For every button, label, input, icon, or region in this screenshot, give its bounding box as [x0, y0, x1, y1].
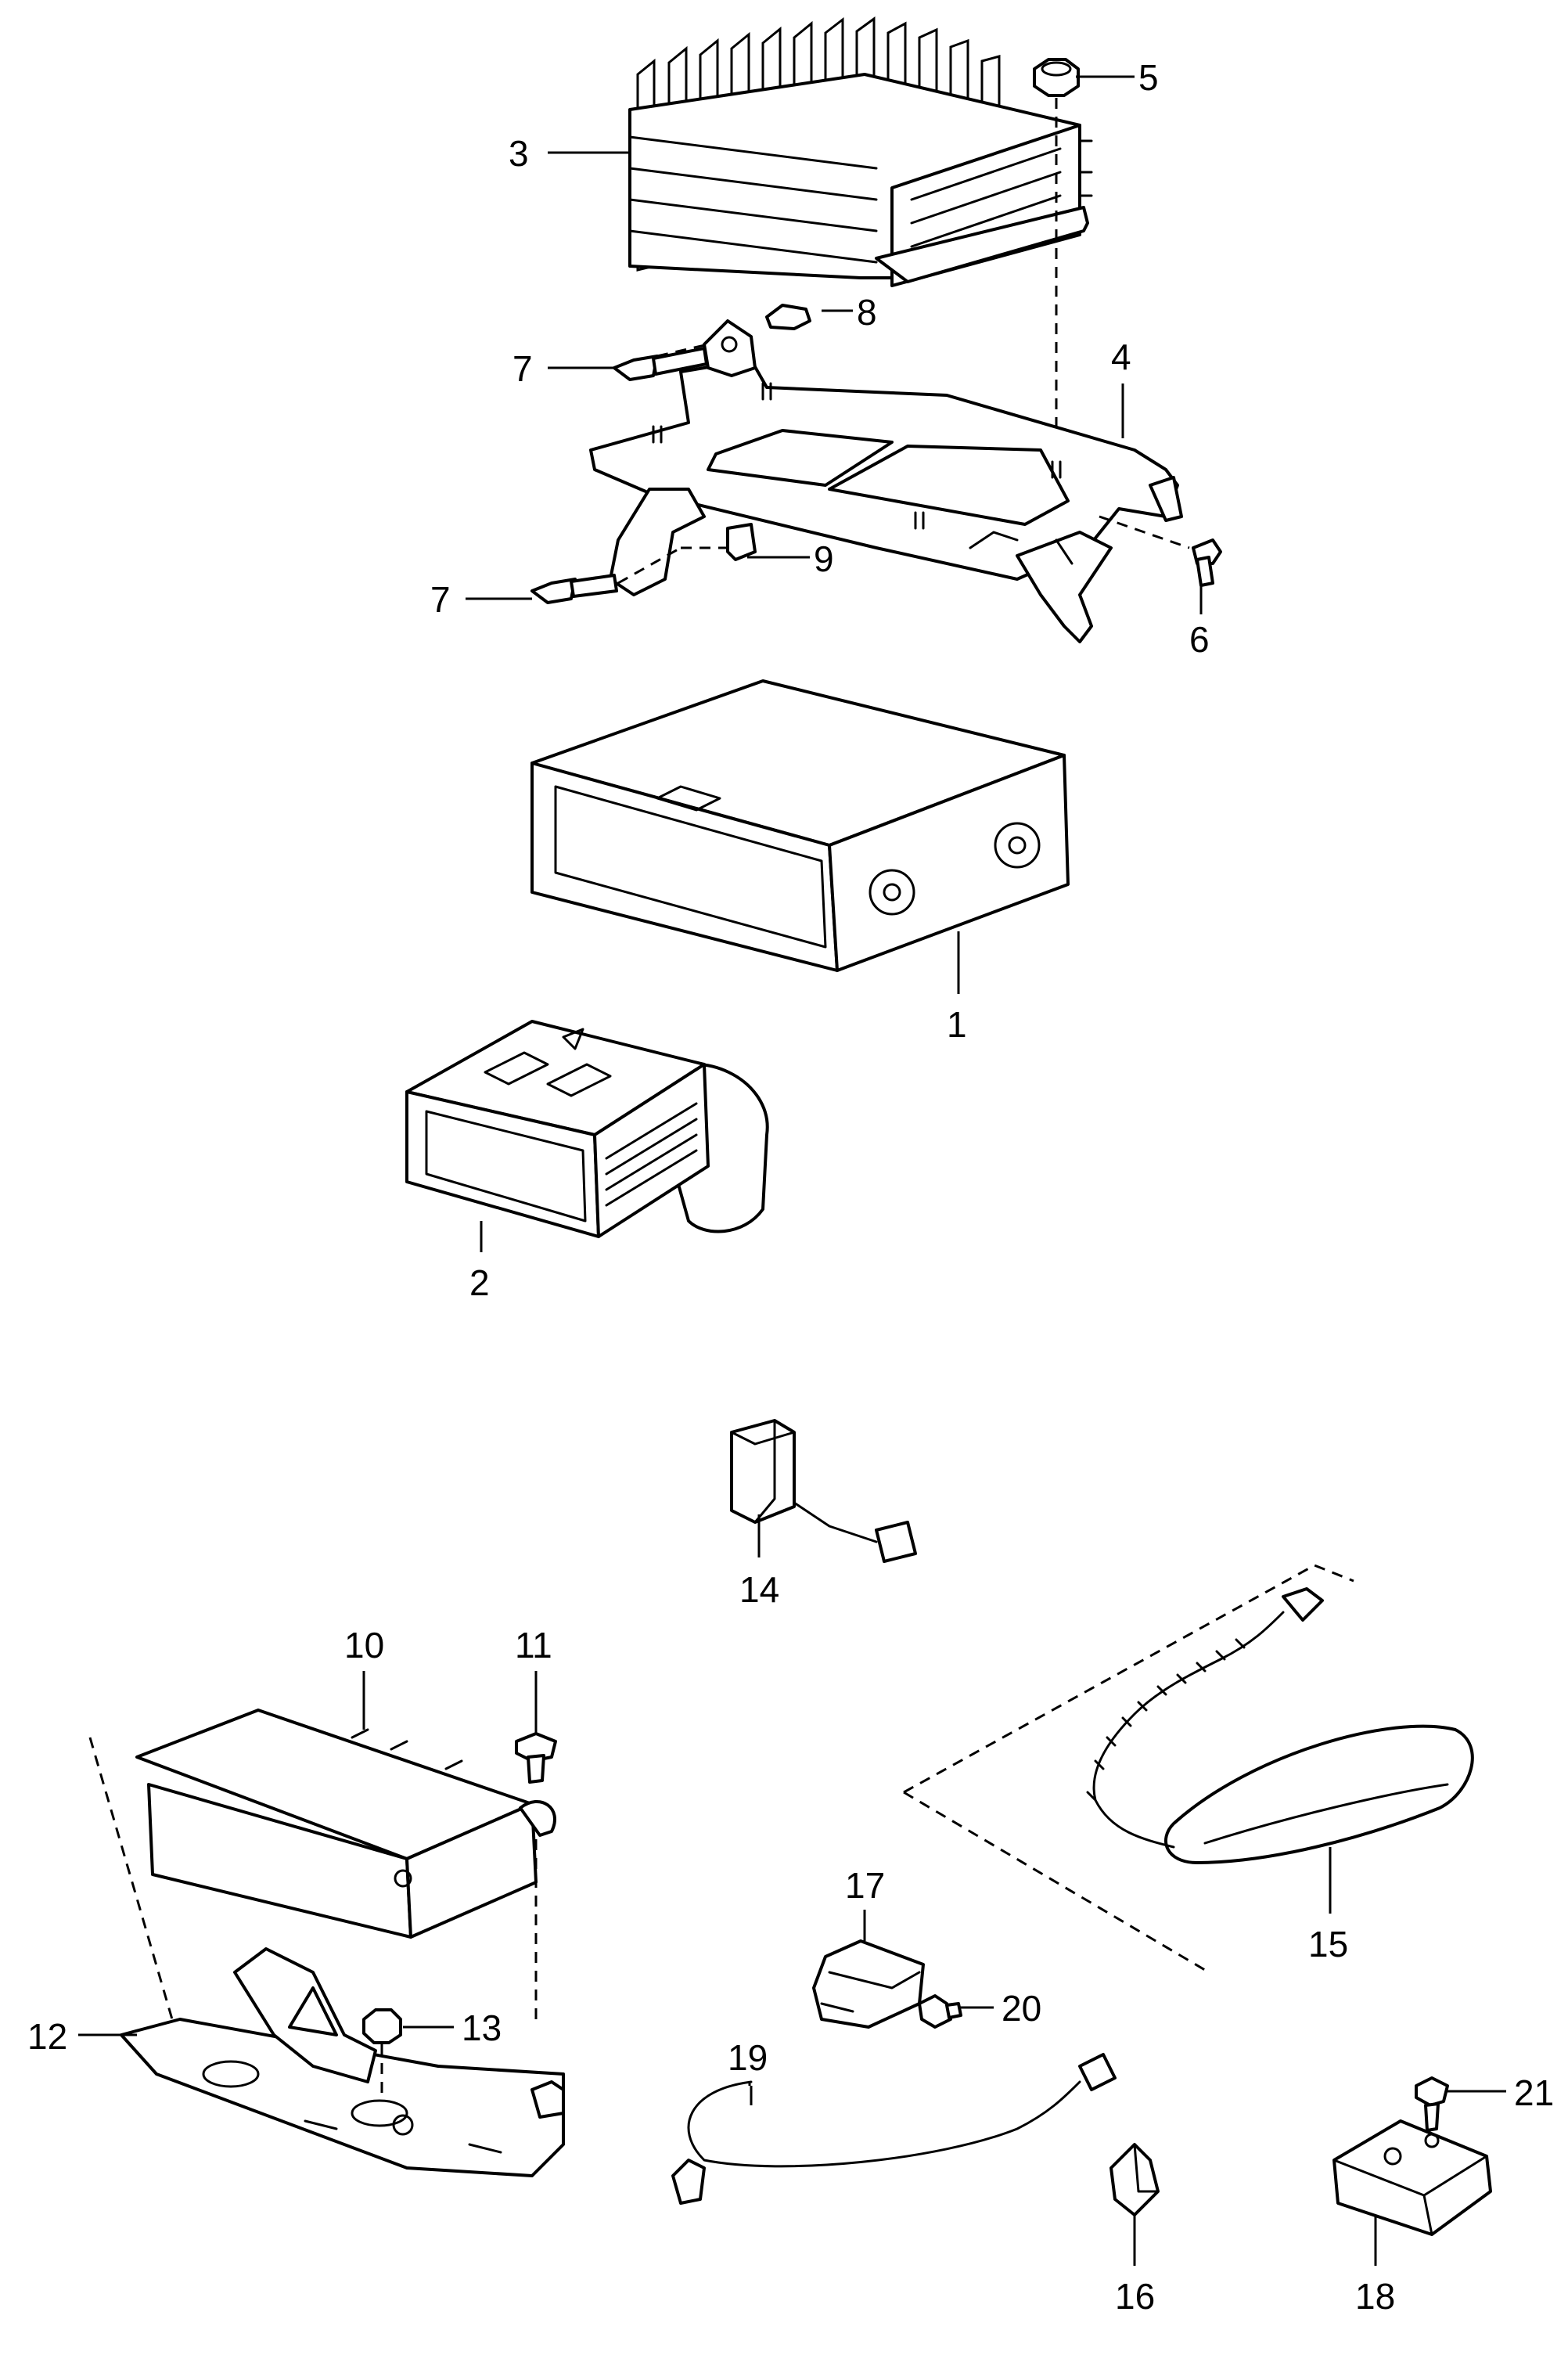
nut-part-13 — [362, 2008, 402, 2044]
bracket-right-leg — [1016, 531, 1113, 643]
cover-clip-part-17 — [812, 1939, 925, 2029]
label-part-1: 1 — [947, 1004, 967, 1045]
guide-line-handset-15 — [903, 1564, 1354, 1974]
leader-lines — [78, 75, 1506, 2266]
screw-part-7-upper — [613, 347, 708, 381]
handset-coiled-cord — [1086, 1611, 1285, 1849]
label-part-17: 17 — [845, 1865, 885, 1906]
bracket-opening-left — [707, 429, 894, 487]
nut-part-5 — [1033, 58, 1080, 97]
guide-line-screw-7b — [617, 546, 682, 585]
connector-part-14 — [730, 1419, 917, 1563]
cd-changer-mounts — [869, 822, 1041, 916]
bracket-opening-right — [828, 445, 1070, 526]
clip-nut-part-9 — [726, 523, 757, 561]
label-part-2: 2 — [469, 1262, 490, 1303]
screw-part-7-lower — [530, 574, 618, 604]
label-part-10: 10 — [344, 1625, 384, 1665]
cd-changer-unit — [530, 679, 1070, 972]
guide-line-base-12 — [88, 1737, 174, 2020]
label-part-18: 18 — [1355, 2276, 1395, 2317]
bracket-studs — [652, 382, 1062, 530]
screw-part-20 — [918, 1994, 962, 2029]
control-unit-part-10 — [135, 1709, 557, 1939]
label-part-9: 9 — [814, 538, 834, 579]
holder-clip-part-16 — [1109, 2143, 1160, 2216]
label-part-12: 12 — [27, 2016, 67, 2057]
cable-part-19 — [671, 2053, 1117, 2205]
label-part-11: 11 — [515, 1625, 552, 1665]
label-part-15: 15 — [1308, 1924, 1348, 1964]
label-part-6: 6 — [1189, 619, 1210, 660]
label-part-19: 19 — [728, 2037, 768, 2078]
bracket-clip-part-8 — [703, 304, 811, 377]
handset-part-15 — [1086, 1587, 1474, 1864]
label-part-7-upper: 7 — [512, 348, 533, 389]
label-part-21: 21 — [1514, 2072, 1554, 2113]
magazine-side — [593, 1063, 710, 1238]
holder-block-part-18 — [1332, 2119, 1492, 2236]
label-part-14: 14 — [739, 1569, 779, 1610]
screw-part-21 — [1415, 2076, 1449, 2132]
label-part-5: 5 — [1138, 57, 1159, 98]
label-part-7-lower: 7 — [430, 579, 451, 620]
label-part-20: 20 — [1002, 1988, 1041, 2029]
callout-labels: 1 2 3 4 5 6 7 7 8 9 10 11 12 13 14 15 16… — [27, 57, 1554, 2317]
label-part-13: 13 — [462, 2008, 502, 2048]
cd-magazine — [405, 1020, 769, 1238]
label-part-16: 16 — [1115, 2276, 1155, 2317]
screw-part-6 — [1192, 538, 1222, 587]
label-part-8: 8 — [857, 292, 877, 333]
cd-changer-side — [828, 754, 1070, 972]
amplifier-unit — [628, 16, 1093, 287]
mounting-bracket — [589, 358, 1183, 643]
guide-line-screw-6 — [1099, 515, 1190, 549]
label-part-3: 3 — [509, 133, 529, 174]
handset-body — [1164, 1724, 1474, 1864]
cable-wire — [687, 2080, 1081, 2168]
base-plate — [120, 2018, 565, 2177]
label-part-4: 4 — [1111, 337, 1131, 377]
guide-line-screw-7a — [656, 343, 709, 358]
amplifier-mount-flange — [875, 206, 1089, 283]
base-bracket-part-12 — [120, 1947, 565, 2177]
bracket-left-leg — [609, 488, 706, 596]
screw-part-11 — [515, 1732, 557, 1784]
